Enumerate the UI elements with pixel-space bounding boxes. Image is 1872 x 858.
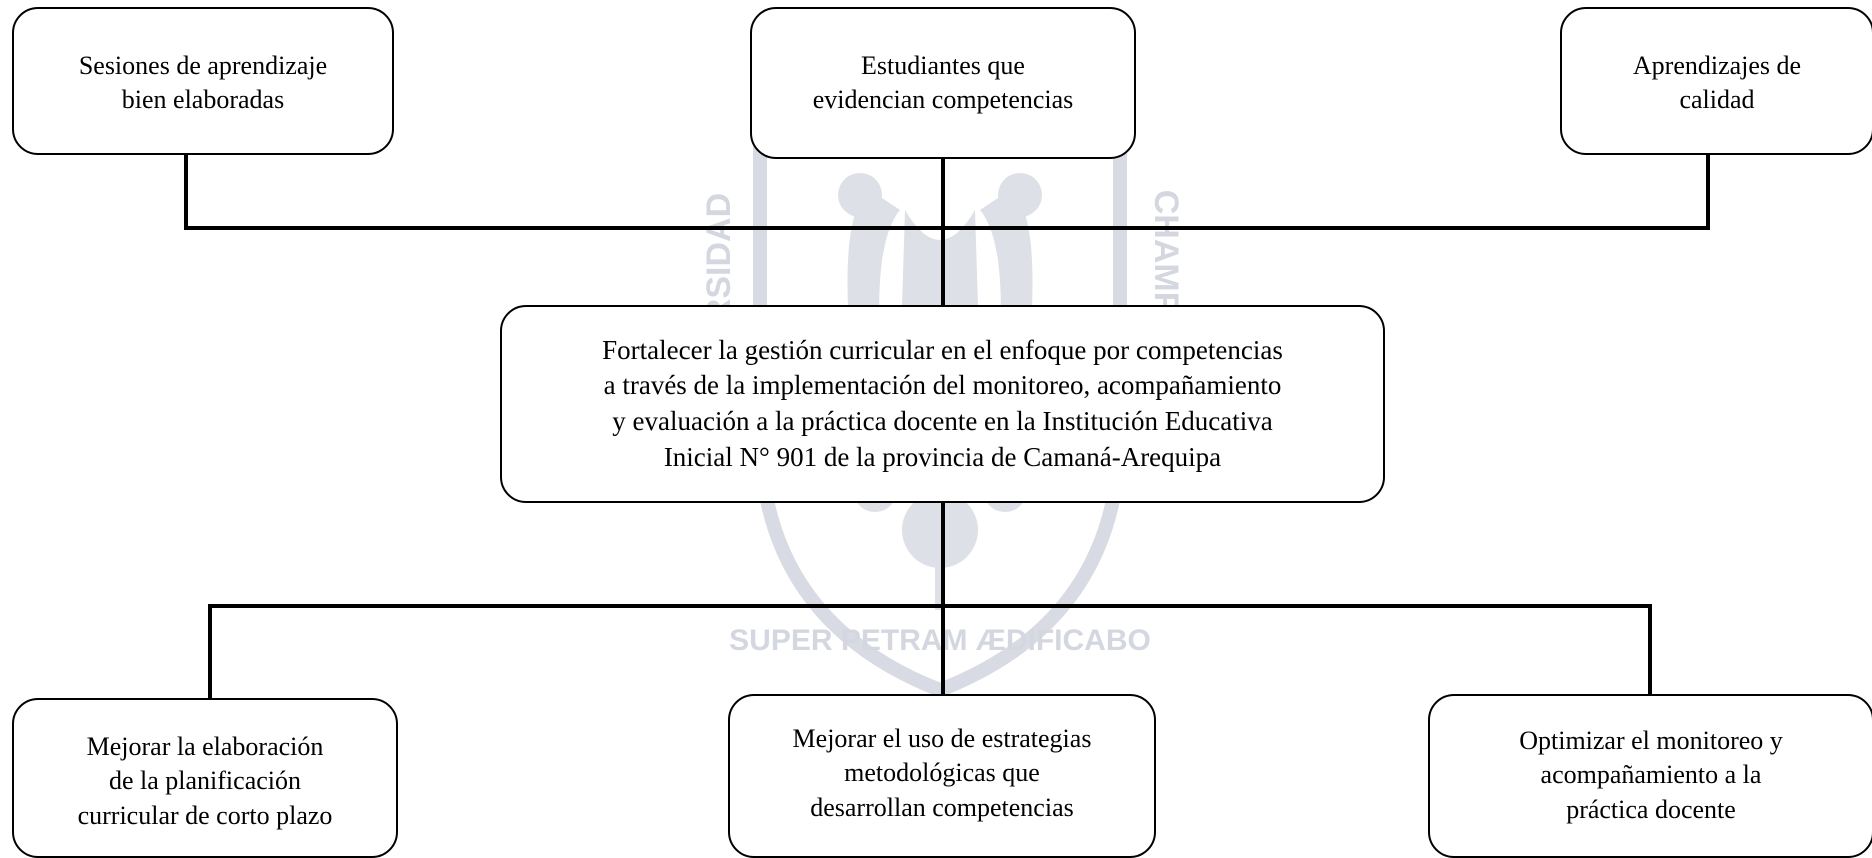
means-box-estrategias: Mejorar el uso de estrategias metodológi…: [728, 694, 1156, 858]
means-box-label: Mejorar el uso de estrategias metodológi…: [792, 724, 1092, 822]
means-box-label: Optimizar el monitoreo y acompañamiento …: [1519, 726, 1783, 824]
means-box-planificacion: Mejorar la elaboración de la planificaci…: [12, 698, 398, 858]
effect-box-aprendizajes: Aprendizajes de calidad: [1560, 7, 1872, 155]
effect-box-label: Sesiones de aprendizaje bien elaboradas: [78, 51, 328, 115]
effect-box-label: Estudiantes que evidencian competencias: [812, 51, 1074, 115]
means-box-label: Mejorar la elaboración de la planificaci…: [77, 732, 333, 830]
effect-box-label: Aprendizajes de calidad: [1632, 51, 1802, 115]
effect-box-estudiantes: Estudiantes que evidencian competencias: [750, 7, 1136, 159]
central-objective-box: Fortalecer la gestión curricular en el e…: [500, 305, 1385, 503]
means-box-monitoreo: Optimizar el monitoreo y acompañamiento …: [1428, 694, 1872, 858]
effect-box-sesiones: Sesiones de aprendizaje bien elaboradas: [12, 7, 394, 155]
central-objective-label: Fortalecer la gestión curricular en el e…: [602, 334, 1283, 472]
